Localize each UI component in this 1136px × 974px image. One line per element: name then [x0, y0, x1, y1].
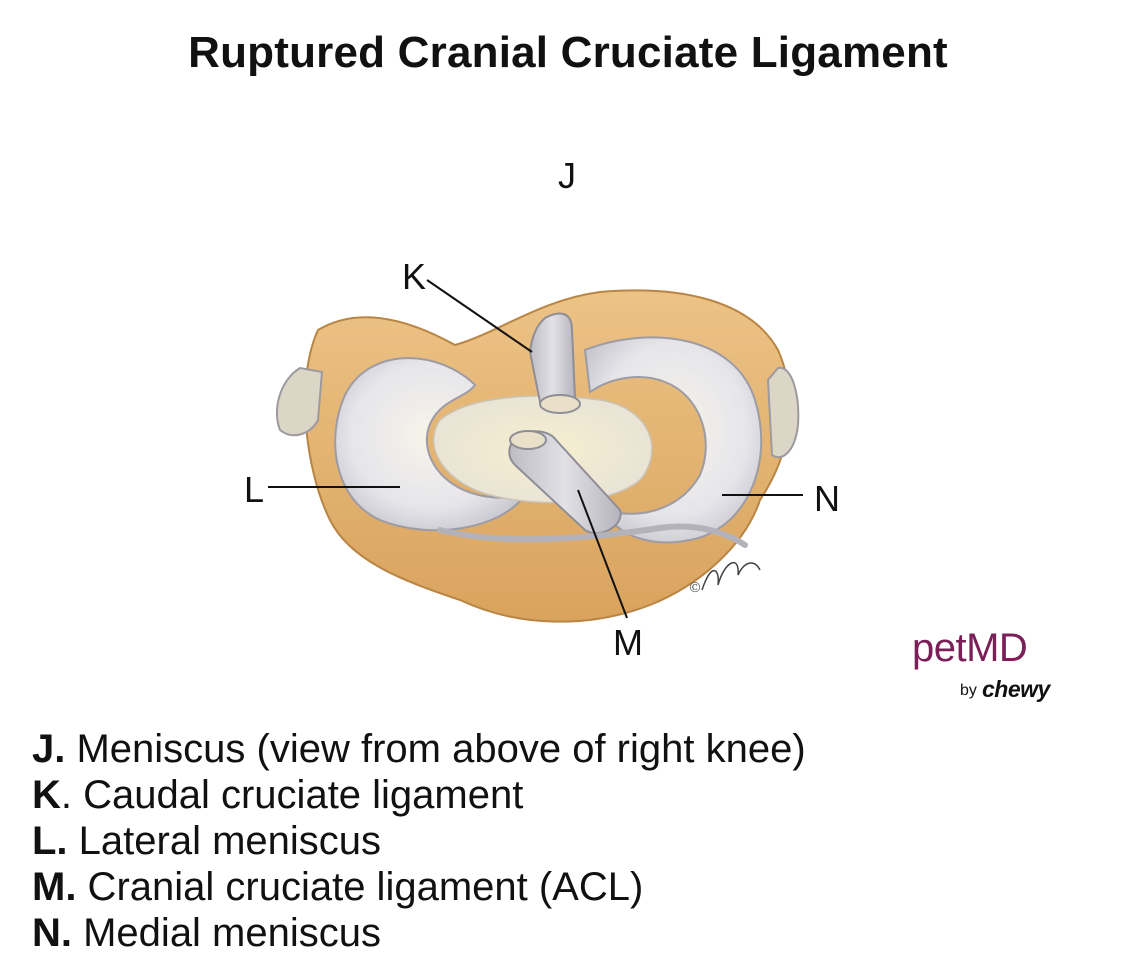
- label-l: L: [244, 469, 264, 510]
- legend-item-k: K. Caudal cruciate ligament: [32, 773, 524, 817]
- artist-signature: ©: [688, 580, 702, 596]
- brand-name: petMD: [912, 626, 1028, 670]
- brand-partner: chewy: [982, 676, 1050, 702]
- medial-tab: [766, 366, 800, 459]
- leader-line-k: [426, 279, 533, 353]
- legend: J. Meniscus (view from above of right kn…: [32, 726, 1112, 956]
- legend-item-l: L. Lateral meniscus: [32, 819, 382, 863]
- legend-item-n: N. Medial meniscus: [32, 911, 382, 955]
- petmd-logo: petMD by chewy: [912, 626, 1062, 702]
- caudal-ligament-stump: [539, 394, 581, 414]
- signature-scribble: [701, 562, 761, 591]
- lateral-tab: [275, 366, 324, 437]
- leader-line-m: [577, 489, 628, 619]
- page-title: Ruptured Cranial Cruciate Ligament: [188, 28, 948, 77]
- label-j: J: [558, 155, 576, 196]
- label-k: K: [402, 256, 426, 297]
- legend-item-m: M. Cranial cruciate ligament (ACL): [32, 865, 644, 909]
- cranial-ligament-stump: [509, 430, 547, 450]
- label-m: M: [613, 622, 643, 663]
- legend-item-j: J. Meniscus (view from above of right kn…: [32, 727, 806, 771]
- brand-by: by: [960, 682, 977, 699]
- label-n: N: [814, 478, 840, 519]
- anterior-fibers: [437, 523, 748, 548]
